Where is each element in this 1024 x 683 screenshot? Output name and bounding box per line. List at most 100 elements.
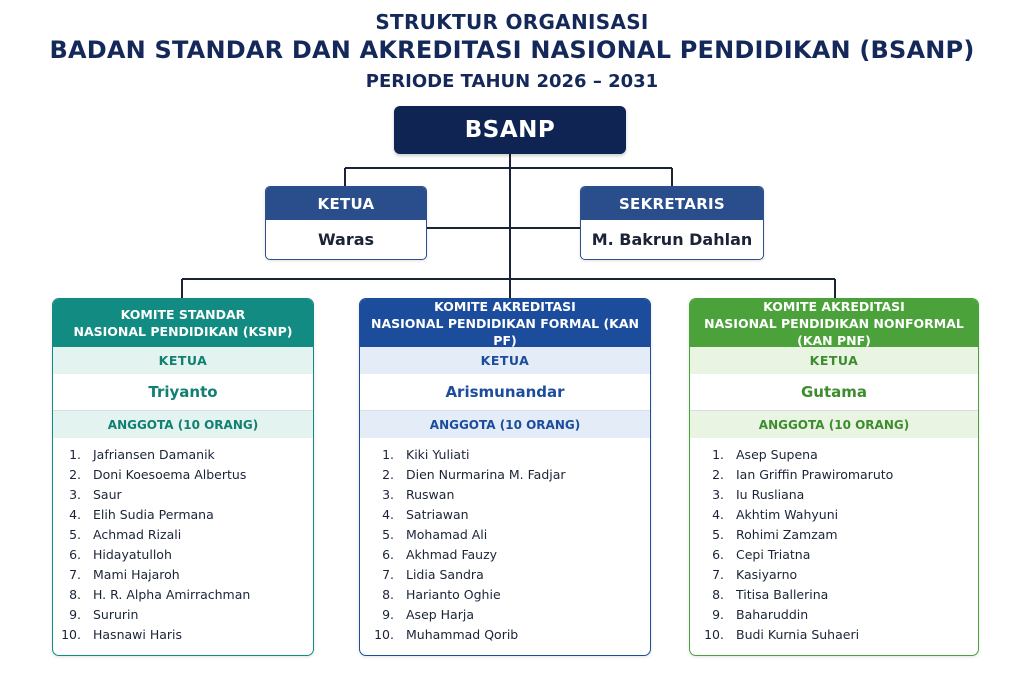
member-number: 7. bbox=[69, 566, 81, 582]
member-name: Sururin bbox=[93, 606, 139, 622]
anggota-label: ANGGOTA (10 ORANG) bbox=[360, 411, 650, 438]
member-name: Dien Nurmarina M. Fadjar bbox=[406, 466, 566, 482]
list-item: 4. Elih Sudia Permana bbox=[53, 504, 313, 524]
list-item: 9. Asep Harja bbox=[360, 604, 650, 624]
ketua-label: KETUA bbox=[53, 347, 313, 374]
member-name: Asep Supena bbox=[736, 446, 818, 462]
list-item: 4. Akhtim Wahyuni bbox=[690, 504, 978, 524]
member-name: Kasiyarno bbox=[736, 566, 798, 582]
committee-ksnp: KOMITE STANDAR NASIONAL PENDIDIKAN (KSNP… bbox=[52, 298, 314, 656]
member-number: 9. bbox=[382, 606, 394, 622]
member-name: Kiki Yuliati bbox=[406, 446, 470, 462]
member-number: 8. bbox=[69, 586, 81, 602]
member-name: Lidia Sandra bbox=[406, 566, 484, 582]
member-name: Satriawan bbox=[406, 506, 469, 522]
member-number: 10. bbox=[374, 626, 394, 642]
ketua-role: KETUA bbox=[266, 187, 426, 220]
member-number: 7. bbox=[382, 566, 394, 582]
committee-header: KOMITE AKREDITASI NASIONAL PENDIDIKAN NO… bbox=[690, 298, 978, 348]
member-name: Asep Harja bbox=[406, 606, 474, 622]
member-name: Akhmad Fauzy bbox=[406, 546, 498, 562]
member-name: H. R. Alpha Amirrachman bbox=[93, 586, 251, 602]
member-name: Budi Kurnia Suhaeri bbox=[736, 626, 860, 642]
member-number: 5. bbox=[382, 526, 394, 542]
sekretaris-role: SEKRETARIS bbox=[581, 187, 763, 220]
anggota-label: ANGGOTA (10 ORANG) bbox=[690, 411, 978, 438]
committee-title-line-1: KOMITE STANDAR bbox=[120, 307, 246, 322]
member-name: Hasnawi Haris bbox=[93, 626, 183, 642]
member-number: 1. bbox=[69, 446, 81, 462]
committee-header: KOMITE AKREDITASI NASIONAL PENDIDIKAN FO… bbox=[360, 299, 650, 348]
list-item: 8. H. R. Alpha Amirrachman bbox=[53, 584, 313, 604]
list-item: 6.Cepi Triatna bbox=[690, 544, 978, 564]
member-number: 6. bbox=[382, 546, 394, 562]
member-name: Achmad Rizali bbox=[93, 526, 182, 542]
list-item: 7. Mami Hajaroh bbox=[53, 564, 313, 584]
ketua-name: Waras bbox=[317, 230, 375, 249]
member-name: Mami Hajaroh bbox=[93, 566, 180, 582]
member-number: 6. bbox=[712, 546, 724, 562]
list-item: 6.Hidayatulloh bbox=[53, 544, 313, 564]
member-list: 1.Asep Supena 2. Ian Griffin Prawiromarut… bbox=[690, 438, 978, 644]
member-name: Saur bbox=[93, 486, 122, 502]
committee-title-line-2: NASIONAL PENDIDIKAN NONFORMAL (KAN PNF) bbox=[704, 315, 964, 348]
list-item: 4. Satriawan bbox=[360, 504, 650, 524]
list-item: 2. Doni Koesoema Albertus bbox=[53, 464, 313, 484]
member-number: 4. bbox=[382, 506, 394, 522]
member-name: Doni Koesoema Albertus bbox=[93, 466, 247, 482]
list-item: 5. Rohimi Zamzam bbox=[690, 524, 978, 544]
member-number: 7. bbox=[712, 566, 724, 582]
list-item: 1. Kiki Yuliati bbox=[360, 444, 650, 464]
ketua-label: KETUA bbox=[690, 347, 978, 374]
member-name: Harianto Oghie bbox=[406, 586, 501, 602]
member-number: 1. bbox=[382, 446, 394, 462]
ketua-name: Triyanto bbox=[53, 374, 313, 411]
member-number: 4. bbox=[69, 506, 81, 522]
member-number: 3. bbox=[712, 486, 724, 502]
member-number: 4. bbox=[712, 506, 724, 522]
ketua-name: Gutama bbox=[690, 374, 978, 411]
list-item: 5.Mohamad Ali bbox=[360, 524, 650, 544]
sekretaris-name: M. Bakrun Dahlan bbox=[591, 230, 753, 249]
member-number: 2. bbox=[382, 466, 394, 482]
list-item: 10. Hasnawi Haris bbox=[53, 624, 313, 644]
list-item: 8.Titisa Ballerina bbox=[690, 584, 978, 604]
list-item: 3. Iu Rusliana bbox=[690, 484, 978, 504]
member-number: 2. bbox=[69, 466, 81, 482]
member-number: 9. bbox=[69, 606, 81, 622]
committee-title-line-2: NASIONAL PENDIDIKAN (KSNP) bbox=[73, 324, 293, 339]
ketua-label: KETUA bbox=[360, 347, 650, 374]
list-item: 10.Budi Kurnia Suhaeri bbox=[690, 624, 978, 644]
member-number: 3. bbox=[69, 486, 81, 502]
list-item: 1.Asep Supena bbox=[690, 444, 978, 464]
list-item: 9.Baharuddin bbox=[690, 604, 978, 624]
list-item: 3.Ruswan bbox=[360, 484, 650, 504]
anggota-label: ANGGOTA (10 ORANG) bbox=[53, 411, 313, 438]
list-item: 3. Saur bbox=[53, 484, 313, 504]
member-number: 5. bbox=[712, 526, 724, 542]
member-number: 9. bbox=[712, 606, 724, 622]
member-name: Iu Rusliana bbox=[736, 486, 805, 502]
member-name: Elih Sudia Permana bbox=[93, 506, 214, 522]
committee-kan-pnf: KOMITE AKREDITASI NASIONAL PENDIDIKAN NO… bbox=[689, 298, 979, 656]
member-number: 10. bbox=[61, 626, 81, 642]
list-item: 7. Kasiyarno bbox=[690, 564, 978, 584]
member-name: Muhammad Qorib bbox=[406, 626, 519, 642]
ketua-name: Arismunandar bbox=[360, 374, 650, 411]
list-item: 6. Akhmad Fauzy bbox=[360, 544, 650, 564]
member-list: 1.Jafriansen Damanik 2.Doni Koesoema Alb… bbox=[53, 438, 313, 644]
member-name: Rohimi Zamzam bbox=[736, 526, 838, 542]
list-item: 7. Lidia Sandra bbox=[360, 564, 650, 584]
member-number: 8. bbox=[382, 586, 394, 602]
title-line-1: STRUKTUR ORGANISASI bbox=[375, 10, 649, 34]
list-item: 8. Harianto Oghie bbox=[360, 584, 650, 604]
committee-header: KOMITE STANDAR NASIONAL PENDIDIKAN (KSNP… bbox=[53, 299, 313, 347]
member-number: 2. bbox=[712, 466, 724, 482]
sekretaris-box: SEKRETARIS M. Bakrun Dahlan bbox=[580, 186, 764, 260]
member-name: Akhtim Wahyuni bbox=[736, 506, 839, 522]
title-line-2: BADAN STANDAR DAN AKREDITASI NASIONAL PE… bbox=[49, 36, 975, 64]
member-name: Ian Griffin Prawiromaruto bbox=[736, 466, 894, 482]
committee-title-line-1: KOMITE AKREDITASI bbox=[763, 298, 905, 314]
list-item: 10. Muhammad Qorib bbox=[360, 624, 650, 644]
